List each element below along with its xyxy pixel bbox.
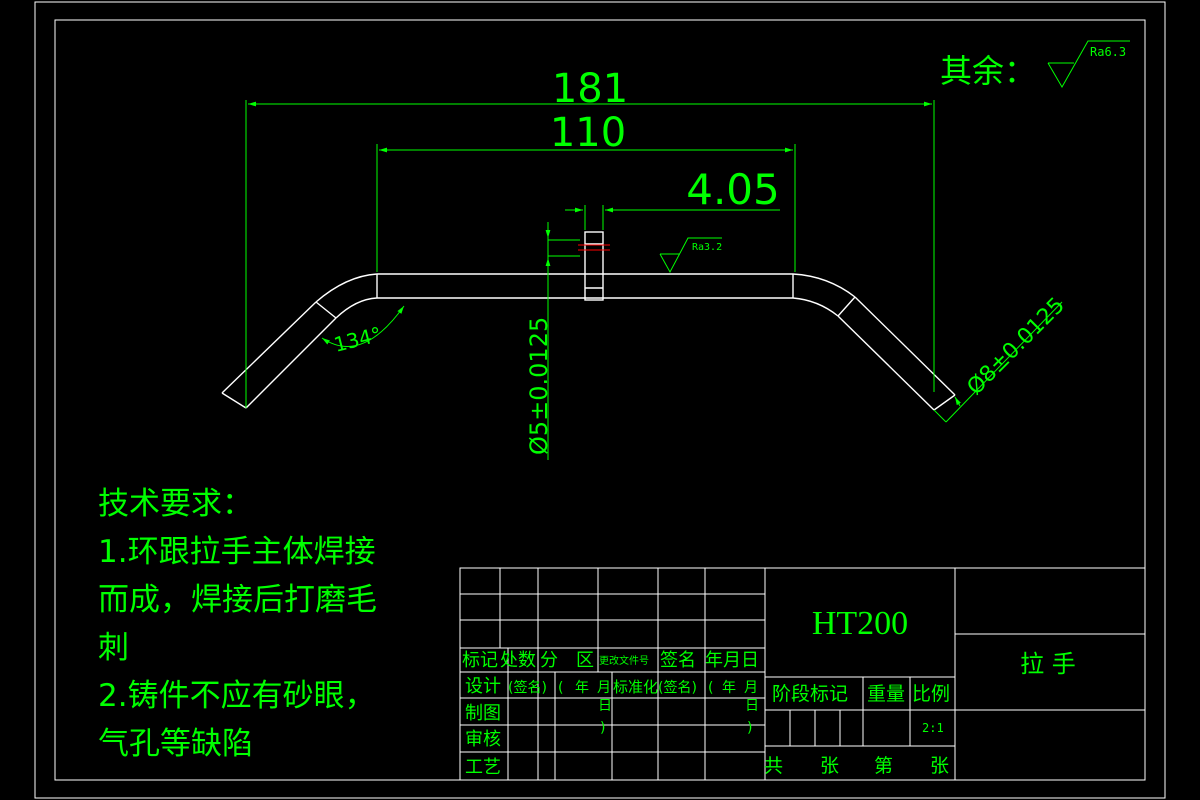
roughness-local-value: Ra3.2 xyxy=(692,242,722,253)
dim-small-dia-label: Ø5±0.0125 xyxy=(525,317,553,455)
tb-material: HT200 xyxy=(812,605,908,642)
dimension-ring-width xyxy=(565,205,780,230)
dimension-angle xyxy=(321,305,405,347)
roughness-local-symbol xyxy=(659,237,722,274)
tb-part-name: 拉 手 xyxy=(1020,650,1076,678)
tb-design-date-open: ( xyxy=(558,680,563,696)
tb-standard-date-open: ( xyxy=(708,680,713,696)
tb-standard-day: 日 xyxy=(745,698,759,714)
tech-req-item1-line1: 1.环跟拉手主体焊接 xyxy=(98,534,376,570)
tb-hdr-zone-b: 区 xyxy=(576,650,594,671)
dim-overall-label: 181 xyxy=(552,66,628,112)
dimension-overall xyxy=(245,100,935,408)
roughness-general-symbol xyxy=(1047,40,1130,89)
tech-req-item1-line2: 而成，焊接后打磨毛 xyxy=(98,582,377,618)
tb-hdr-count: 处数 xyxy=(500,650,536,671)
dimension-small-diameter xyxy=(545,222,580,460)
tb-design-label: 设计 xyxy=(465,676,501,697)
tb-sheet-no: 第 xyxy=(874,755,893,777)
outer-frame xyxy=(34,1,1166,799)
tb-design-close: ) xyxy=(600,720,605,736)
tb-hdr-change-doc: 更改文件号 xyxy=(599,654,649,667)
tb-design-sign: (签名) xyxy=(508,679,547,696)
tb-scale-value: 2:1 xyxy=(922,721,944,735)
dim-large-dia-label: Ø8±0.0125 xyxy=(963,293,1070,400)
tb-sheet-unit2: 张 xyxy=(930,755,949,777)
tb-design-month: 月 xyxy=(597,680,611,696)
roughness-general-value: Ra6.3 xyxy=(1090,45,1126,59)
tb-check-label: 审核 xyxy=(465,729,501,750)
tb-process-label: 工艺 xyxy=(465,757,501,778)
tech-req-title: 技术要求： xyxy=(98,486,253,522)
title-block-grid xyxy=(459,567,1146,781)
tb-design-year: 年 xyxy=(575,680,589,696)
dimension-large-diameter xyxy=(933,301,1063,423)
tb-weight-label: 重量 xyxy=(867,683,905,705)
tech-req-item1-line3: 刺 xyxy=(98,630,129,666)
tb-hdr-mark: 标记 xyxy=(462,650,498,671)
tb-draw-label: 制图 xyxy=(465,703,501,724)
tb-sheet-unit1: 张 xyxy=(820,755,839,777)
tb-standard-year: 年 xyxy=(722,680,736,696)
tb-standard-month: 月 xyxy=(744,680,758,696)
dim-straight-label: 110 xyxy=(550,110,626,156)
tb-stage-label: 阶段标记 xyxy=(772,683,848,705)
tb-hdr-sign: 签名 xyxy=(660,650,696,671)
tech-req-item2-line1: 2.铸件不应有砂眼， xyxy=(98,678,376,714)
technical-requirements: 技术要求： 1.环跟拉手主体焊接 而成，焊接后打磨毛 刺 2.铸件不应有砂眼， … xyxy=(98,480,458,768)
tb-design-day: 日 xyxy=(598,698,612,714)
dim-angle-label: 134° xyxy=(331,322,384,357)
roughness-general-label: 其余： xyxy=(940,52,1036,90)
tb-standard-label: 标准化 xyxy=(613,678,658,696)
handle-geometry xyxy=(221,231,956,411)
tech-req-item2-line2: 气孔等缺陷 xyxy=(98,726,253,762)
tb-scale-label: 比例 xyxy=(912,683,950,705)
tb-sheet-total: 共 xyxy=(764,755,783,777)
tb-hdr-zone-a: 分 xyxy=(540,650,558,671)
dim-ring-width-label: 4.05 xyxy=(686,165,780,214)
tb-hdr-date: 年月日 xyxy=(705,650,759,671)
dimension-straight xyxy=(376,144,796,272)
tb-standard-sign: (签名) xyxy=(658,679,697,696)
tb-standard-close: ) xyxy=(747,720,752,736)
